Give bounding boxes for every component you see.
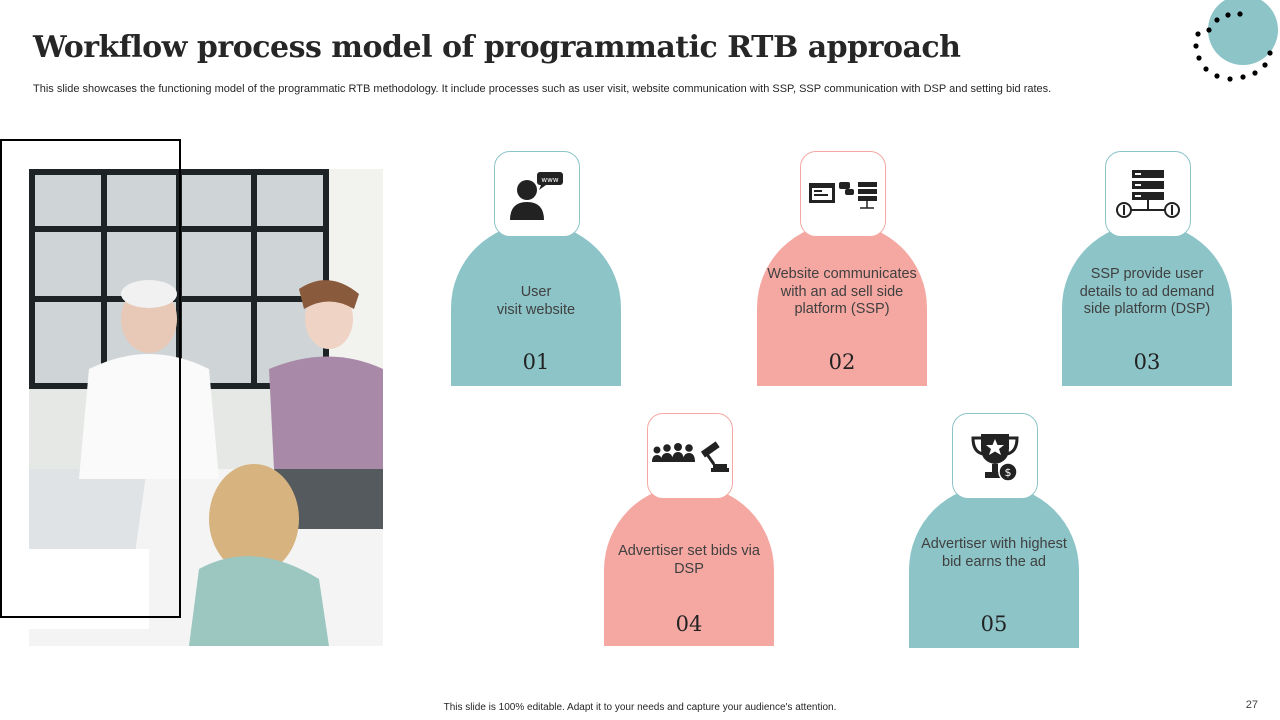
slide-footer: This slide is 100% editable. Adapt it to…	[443, 702, 837, 713]
slide-subtitle: This slide showcases the functioning mod…	[33, 83, 1052, 95]
user-www-icon: www	[510, 172, 563, 220]
step-04-icon-box	[647, 413, 733, 499]
step-03: SSP provide user details to ad demand si…	[1062, 151, 1232, 386]
step-01: www User visit website 01	[451, 151, 621, 386]
step-02: Website communicates with an ad sell sid…	[757, 151, 927, 386]
step-01-text: User visit website	[496, 284, 576, 318]
page-number: 27	[1245, 699, 1258, 711]
step-05-shape	[909, 485, 1079, 648]
trophy-dollar-icon: $	[971, 434, 1019, 482]
step-03-shape	[1062, 223, 1232, 386]
step-04: Advertiser set bids via DSP 04	[604, 413, 774, 646]
website-server-icon	[809, 182, 877, 209]
step-02-icon-box	[800, 151, 886, 237]
step-04-shape	[604, 485, 774, 646]
step-03-icon-box	[1105, 151, 1191, 237]
photo-outline-frame	[0, 139, 181, 618]
step-04-text: Advertiser set bids via DSP	[618, 543, 760, 577]
svg-text:$: $	[1005, 466, 1012, 479]
step-03-text: SSP provide user details to ad demand si…	[1079, 266, 1215, 317]
step-05-icon-box: $	[952, 413, 1038, 499]
step-05-text: Advertiser with highest bid earns the ad	[921, 536, 1067, 570]
step-04-number: 04	[675, 612, 703, 636]
auction-gavel-icon	[652, 441, 729, 472]
decorative-dotted-circle	[1193, 0, 1278, 82]
step-01-icon-box: www	[494, 151, 580, 237]
step-01-shape	[451, 223, 621, 386]
step-01-number: 01	[522, 350, 550, 374]
server-network-icon	[1116, 170, 1180, 218]
svg-text:www: www	[541, 176, 558, 184]
step-05-number: 05	[980, 612, 1008, 636]
step-03-number: 03	[1133, 350, 1161, 374]
slide-title: Workflow process model of programmatic R…	[33, 30, 961, 65]
meeting-photo	[29, 169, 383, 646]
step-02-text: Website communicates with an ad sell sid…	[767, 266, 917, 317]
step-02-number: 02	[828, 350, 856, 374]
step-02-shape	[757, 223, 927, 386]
step-05: $ Advertiser with highest bid earns the …	[909, 413, 1079, 648]
